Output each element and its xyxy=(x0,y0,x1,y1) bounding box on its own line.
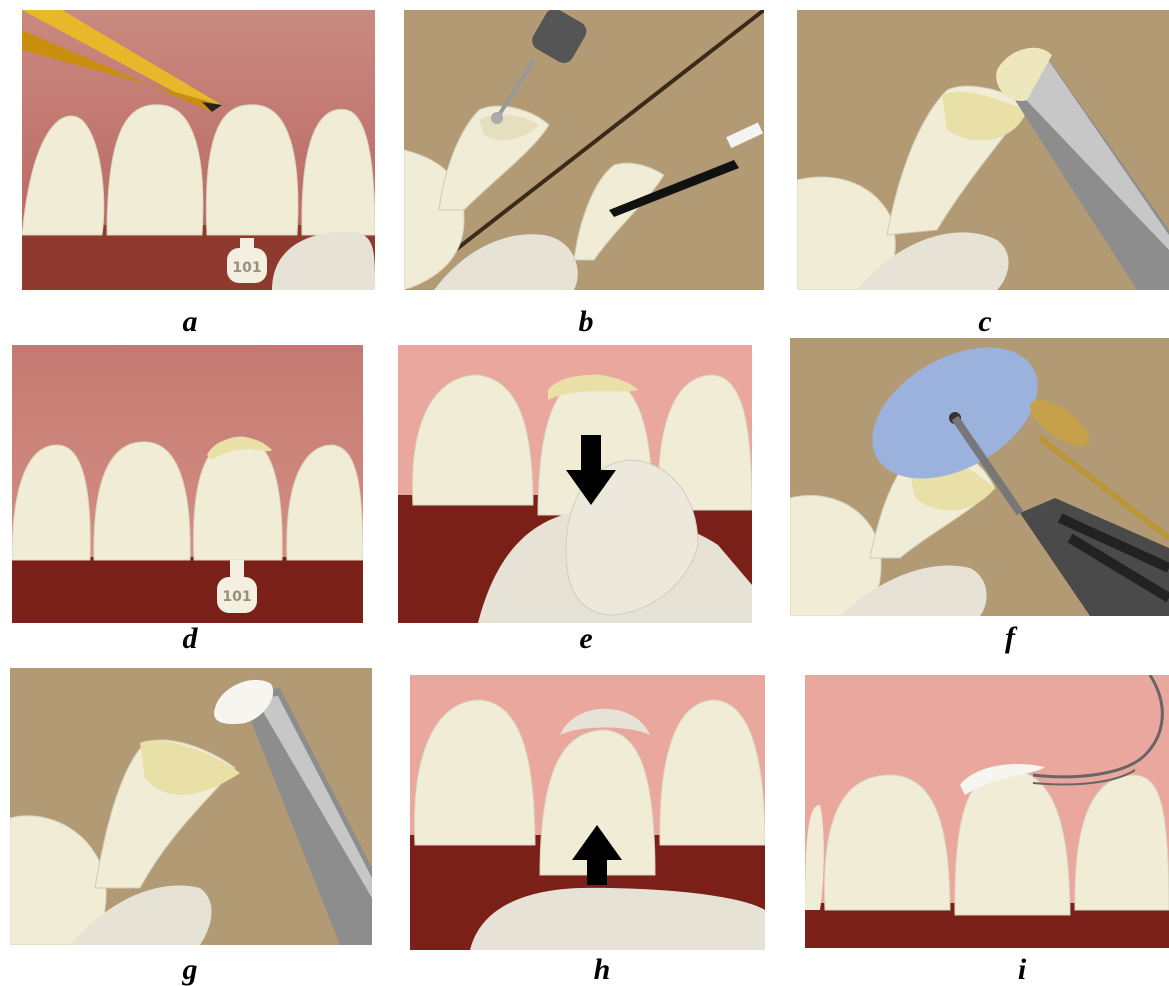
panel-a: 101 xyxy=(22,10,375,290)
panel-e xyxy=(398,345,752,623)
illustration-b xyxy=(404,10,764,290)
panel-g xyxy=(10,668,372,945)
caption-h: h xyxy=(582,955,622,985)
panel-c xyxy=(797,10,1169,290)
illustration-g xyxy=(10,668,372,945)
tooth-number-label: 101 xyxy=(222,589,251,605)
caption-e: e xyxy=(566,624,606,654)
illustration-i xyxy=(805,675,1169,948)
illustration-h xyxy=(410,675,765,950)
illustration-e xyxy=(398,345,752,623)
illustration-f xyxy=(790,338,1169,616)
caption-a: a xyxy=(170,307,210,337)
panel-b xyxy=(404,10,764,290)
panel-d: 101 xyxy=(12,345,363,623)
illustration-d: 101 xyxy=(12,345,363,623)
tooth-number-label: 101 xyxy=(232,260,261,276)
illustration-a: 101 xyxy=(22,10,375,290)
panel-h xyxy=(410,675,765,950)
caption-g: g xyxy=(170,955,210,985)
panel-f xyxy=(790,338,1169,616)
caption-d: d xyxy=(170,624,210,654)
caption-f: f xyxy=(990,623,1030,653)
panel-i xyxy=(805,675,1169,948)
caption-i: i xyxy=(1002,955,1042,985)
caption-b: b xyxy=(566,307,606,337)
illustration-c xyxy=(797,10,1169,290)
caption-c: c xyxy=(965,307,1005,337)
